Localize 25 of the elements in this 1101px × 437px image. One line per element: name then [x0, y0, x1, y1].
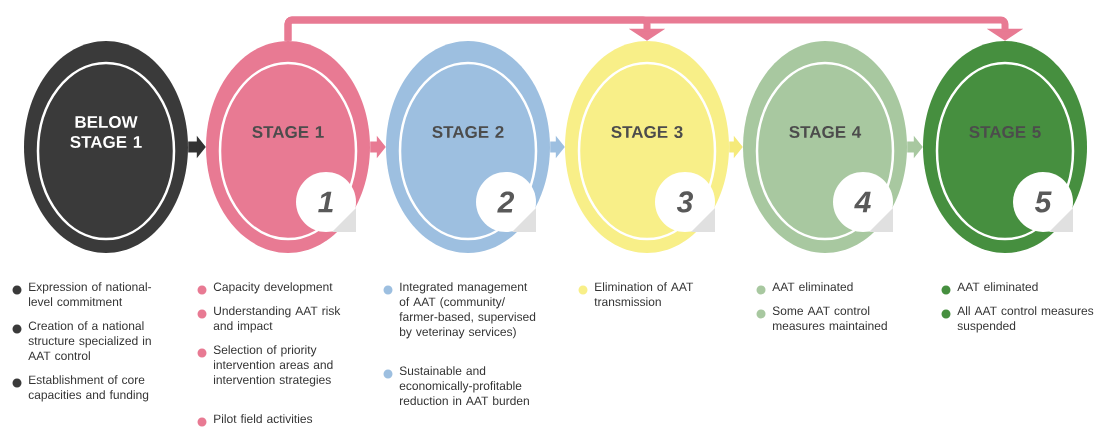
bullet-item: Sustainable and economically-profitable reduction in AAT burden — [399, 366, 529, 405]
stage-number: 1 — [318, 191, 333, 213]
bullet-item: All AAT control measures suspended — [957, 306, 1094, 333]
stage-label: BELOW STAGE 1 — [70, 116, 142, 148]
bullet-item: AAT eliminated — [772, 282, 853, 291]
stage-label: STAGE 1 — [252, 126, 324, 138]
bullet-item: Elimination of AAT transmission — [594, 282, 694, 306]
stage-label: STAGE 5 — [969, 126, 1041, 138]
bullet-item: Creation of a national structure specialized in AAT control — [28, 321, 151, 360]
bullet-item: Expression of national-level commitment — [29, 282, 152, 306]
bullet-item: Integrated management of AAT (community/ farmer-based, supervised by veterinay services) — [399, 282, 536, 339]
stage-label: STAGE 2 — [432, 126, 504, 138]
bullet-item: AAT eliminated — [957, 282, 1038, 291]
stage-label: STAGE 3 — [611, 125, 683, 139]
stage-number: 3 — [676, 191, 693, 213]
bullet-item: Capacity development — [213, 282, 333, 294]
stage-number: 5 — [1034, 191, 1052, 213]
bullet-item: Establishment of core capacities and funding — [28, 375, 149, 402]
bullet-item: Understanding AAT risk and impact — [213, 306, 341, 333]
stage-label: STAGE 4 — [789, 126, 862, 138]
bullet-item: Selection of priority intervention areas and intervention strategies — [213, 345, 333, 387]
stage-number: 4 — [854, 191, 871, 213]
stage-number: 2 — [497, 191, 515, 213]
bullet-item: Pilot field activities — [214, 414, 313, 423]
bullet-item: Some AAT control measures maintained — [772, 306, 887, 330]
